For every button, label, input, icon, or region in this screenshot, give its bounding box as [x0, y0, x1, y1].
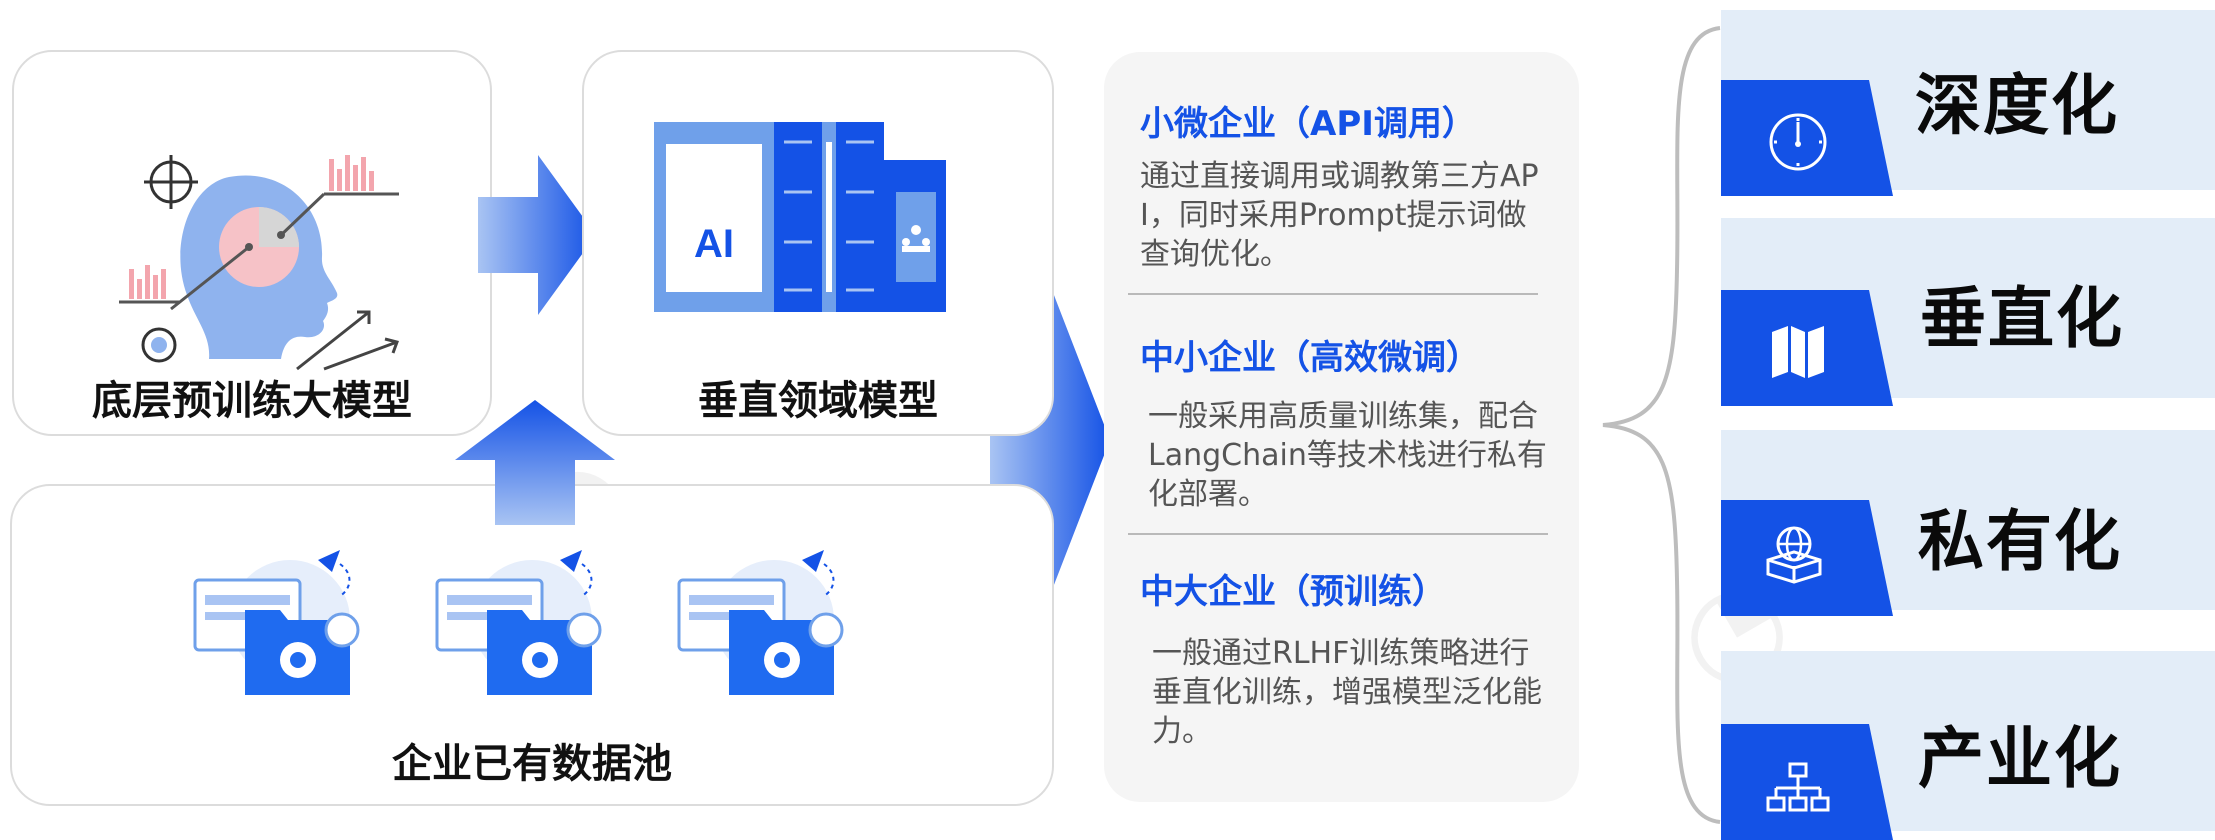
segment-title: 中大企业（预训练）: [1140, 572, 1446, 612]
row-label: 垂直化: [1920, 280, 2124, 357]
icon-tab: [1721, 80, 1893, 196]
card-title: 企业已有数据池: [392, 741, 672, 787]
row-label: 产业化: [1918, 720, 2122, 797]
data-folder-icon: [677, 550, 844, 695]
divider: [1128, 293, 1538, 295]
globe-box-icon: [1766, 526, 1822, 584]
org-chart-icon: [1766, 762, 1830, 812]
ai-book-label: AI: [694, 222, 734, 266]
icon-tab: [1721, 724, 1893, 840]
divider: [1128, 533, 1548, 535]
card-title: 垂直领域模型: [698, 378, 938, 424]
segment-title: 小微企业（API调用）: [1140, 104, 1476, 144]
clock-icon: [1769, 113, 1827, 171]
ai-books-illustration: [654, 122, 946, 312]
icon-tab: [1721, 290, 1893, 406]
enterprise-tier-panel: [1104, 52, 1579, 802]
data-folder-icon: [193, 550, 360, 695]
segment-description: 一般采用高质量训练集，配合LangChain等技术栈进行私有化部署。: [1148, 399, 1547, 512]
icon-tab: [1721, 500, 1893, 616]
map-icon: [1772, 326, 1824, 378]
segment-description: 一般通过RLHF训练策略进行垂直化训练，增强模型泛化能力。: [1152, 636, 1542, 749]
right-arrow: [478, 155, 596, 315]
card-title: 底层预训练大模型: [92, 378, 412, 424]
segment-title: 中小企业（高效微调）: [1140, 338, 1480, 378]
head-analytics-illustration: [119, 155, 399, 371]
segment-description: 通过直接调用或调教第三方API，同时采用Prompt提示词做查询优化。: [1140, 159, 1539, 272]
row-label: 深度化: [1915, 67, 2119, 144]
vertical-domain-model-card: AI 垂直领域模型: [582, 50, 1054, 436]
curly-brace: [1602, 26, 1721, 824]
base-pretrained-model-card: 底层预训练大模型: [12, 50, 492, 436]
data-folder-icon: [435, 550, 602, 695]
up-arrow: [455, 400, 615, 525]
row-label: 私有化: [1918, 503, 2122, 580]
